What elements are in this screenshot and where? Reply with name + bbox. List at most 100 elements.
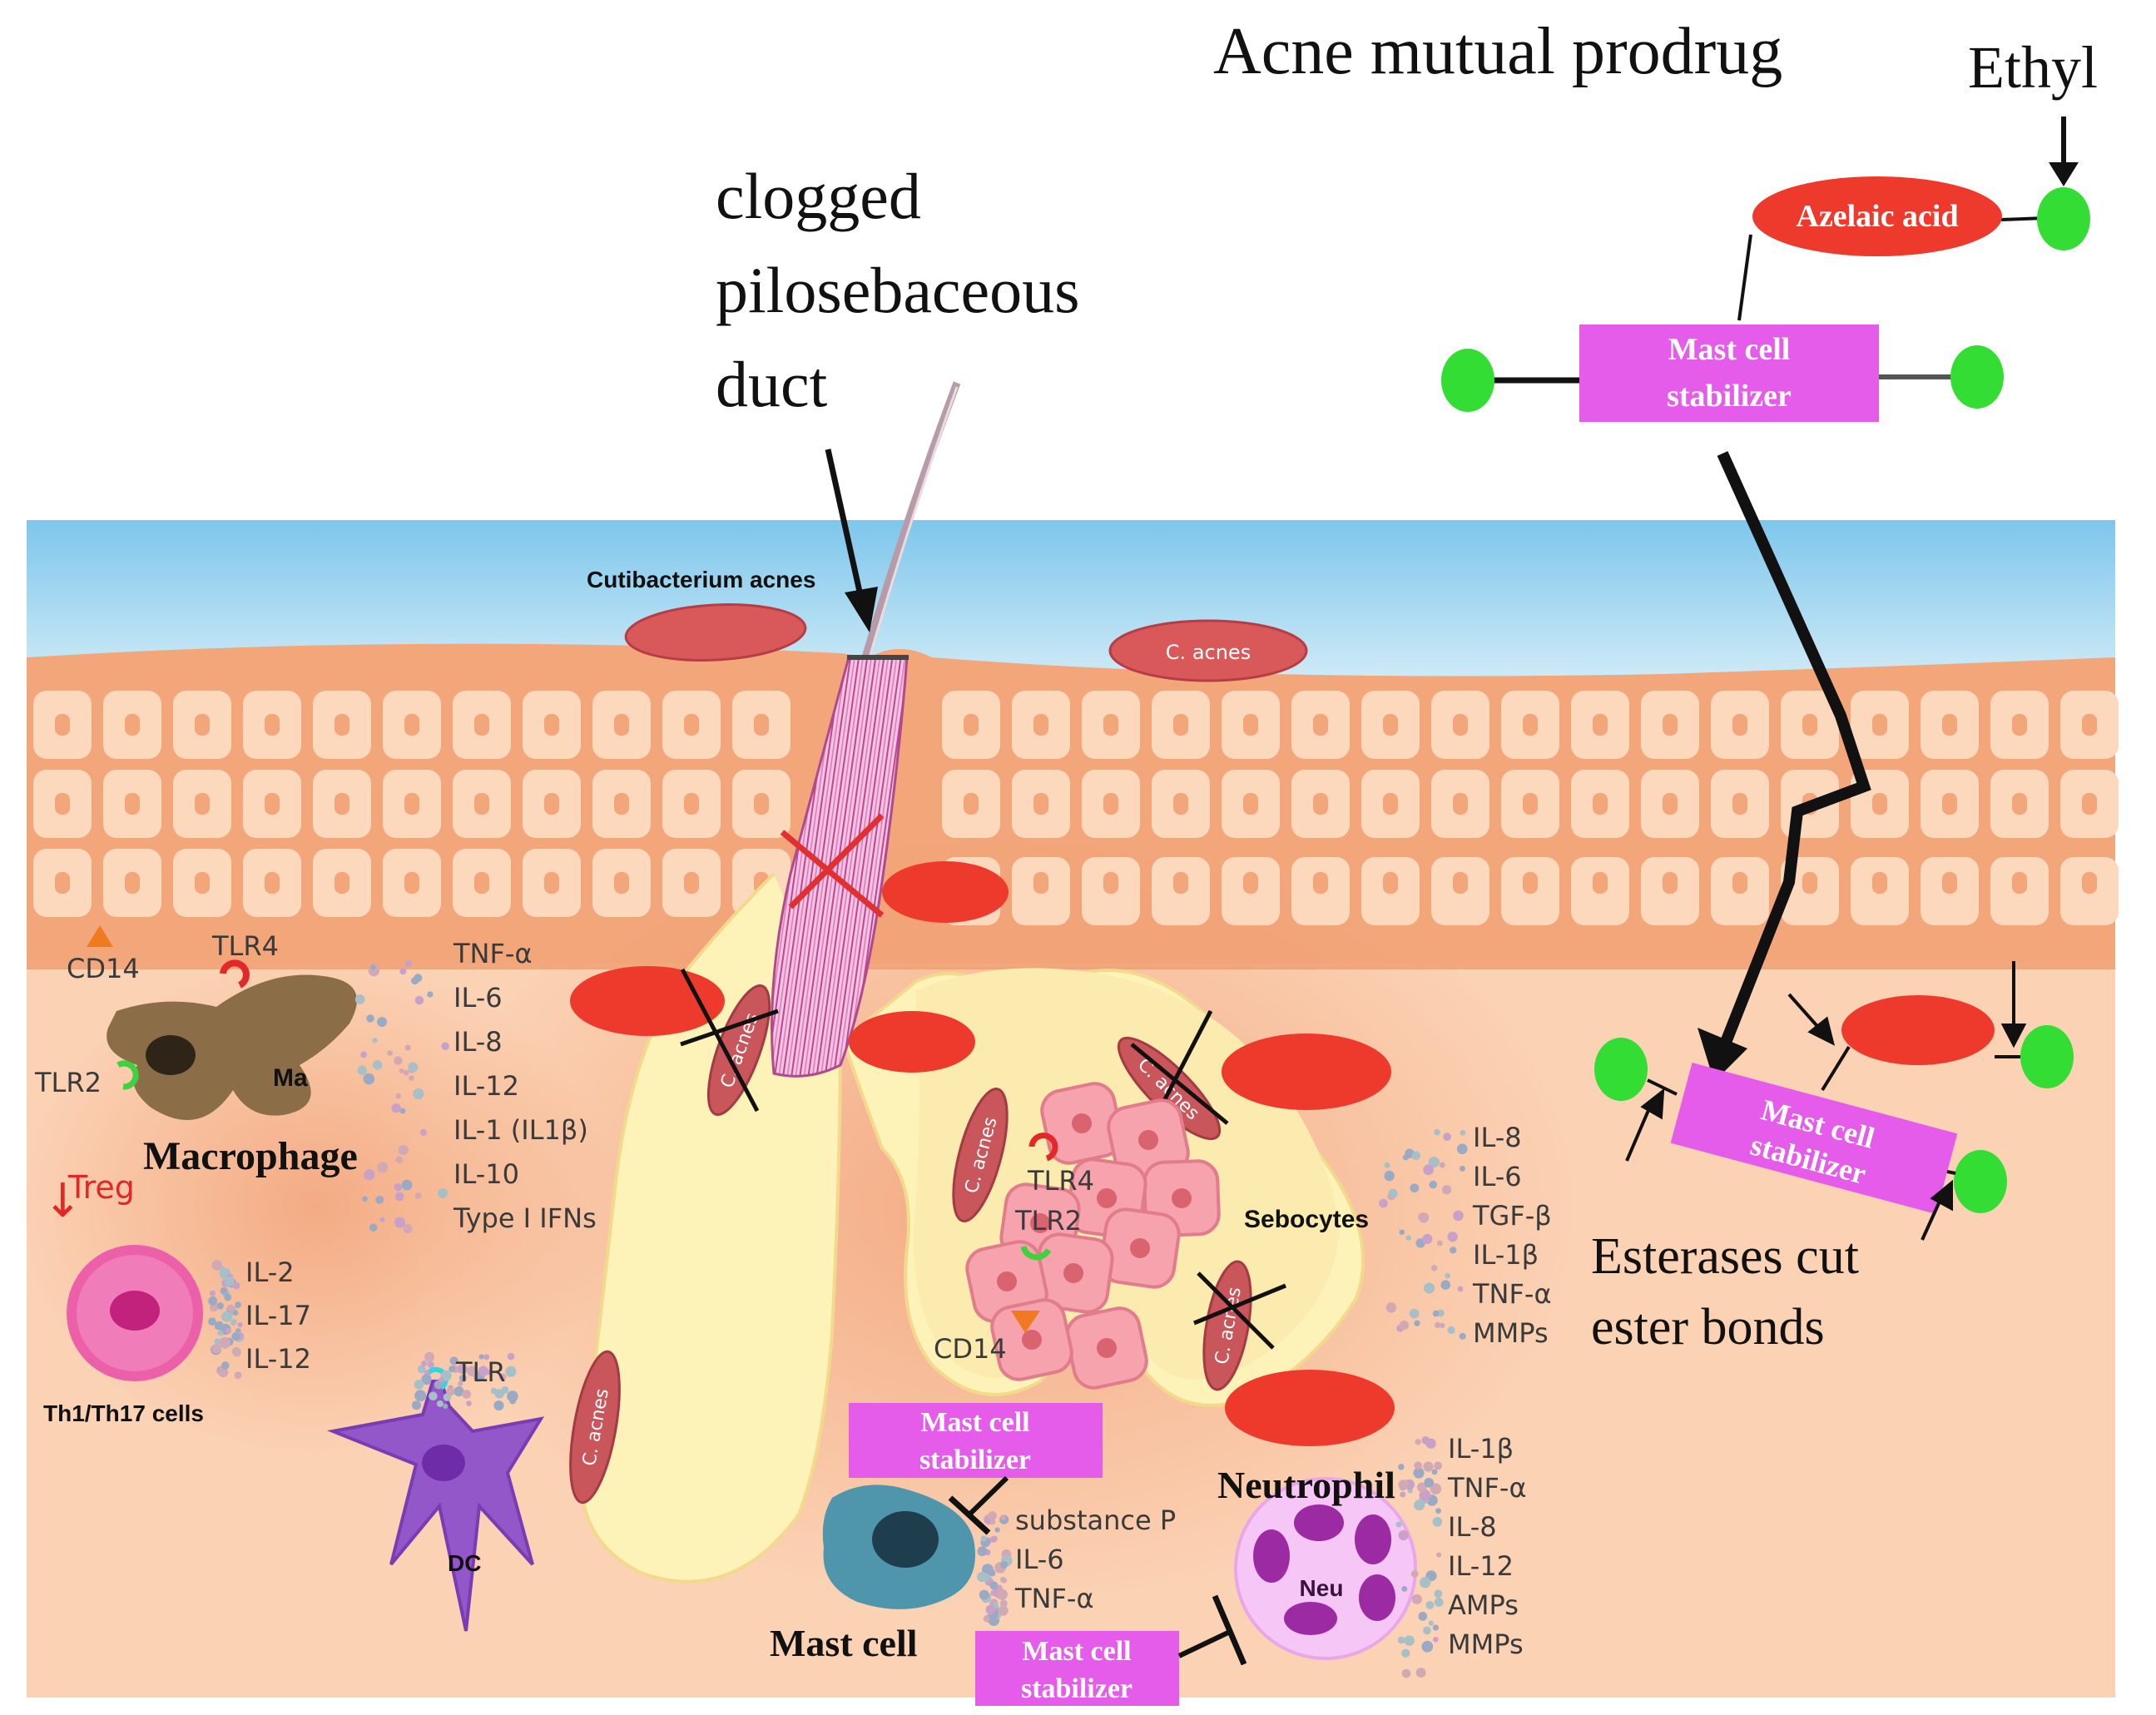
cytokine-dot: [1000, 1561, 1009, 1569]
cytokine-dot: [436, 1400, 444, 1407]
cytokine-dot: [979, 1589, 989, 1600]
epidermal-cell-nucleus: [1313, 714, 1328, 736]
cytokine-dot: [1456, 1143, 1468, 1155]
cytokine-dot: [395, 1093, 402, 1099]
cytokine-dot: [209, 1290, 216, 1296]
c-acnes-rod: [1202, 1260, 1252, 1391]
cytokine-dot: [1401, 1648, 1410, 1658]
cytokine-dot: [1459, 1332, 1466, 1340]
cytokine-dot: [364, 1169, 375, 1181]
epidermal-cell-nucleus: [964, 714, 979, 736]
cytokine-dot: [1405, 1235, 1412, 1241]
cytokine-dot: [377, 1017, 388, 1028]
dc-nucleus: [422, 1445, 465, 1481]
cytokine-dot: [1418, 1612, 1428, 1621]
epidermal-cell-nucleus: [195, 793, 210, 815]
th-cell: [67, 1245, 203, 1381]
cytokine-dot: [1404, 1635, 1415, 1646]
cytokine-dot: [232, 1281, 240, 1290]
esterase-arrows: [1625, 961, 2027, 1241]
cytokine-dot: [446, 1386, 455, 1396]
cytokine-dot: [1434, 1321, 1441, 1329]
cytokine-dot: [994, 1527, 1000, 1533]
cytokine-dot: [1423, 1164, 1435, 1176]
th-cell-nucleus: [110, 1291, 160, 1331]
cytokine-dots: [208, 959, 1468, 1678]
cytokine-dot: [1439, 1162, 1445, 1168]
cytokine-item: IL-12: [245, 1343, 311, 1375]
cytokine-dot: [1415, 1439, 1421, 1445]
neutrophil-label: Neutrophil: [1217, 1464, 1395, 1506]
cytokine-dot: [424, 1351, 435, 1362]
macrophage-label: Macrophage: [143, 1134, 358, 1178]
clogged-duct-label: duct: [716, 348, 828, 420]
sebocyte-nucleus: [1138, 1130, 1158, 1150]
cleaved-stabilizer-box: [1670, 1062, 1958, 1215]
cytokine-dot: [1401, 1586, 1408, 1592]
cytokine-dot: [399, 968, 407, 975]
cytokine-dot: [221, 1311, 233, 1322]
epidermal-cell-nucleus: [1103, 714, 1118, 736]
cytokine-dot: [232, 1347, 241, 1357]
epidermal-cell-nucleus: [614, 714, 629, 736]
sebocyte-nucleus: [997, 1271, 1017, 1291]
stabilizer-label: stabilizer: [919, 1445, 1031, 1475]
epidermal-cell-nucleus: [1383, 872, 1398, 894]
epidermal-cell-nucleus: [474, 714, 489, 736]
stabilizer-box: [975, 1631, 1179, 1706]
cytokine-dot: [983, 1615, 990, 1623]
epidermal-cell-nucleus: [1523, 714, 1538, 736]
tlr2-receptor-icon: [1020, 1245, 1052, 1261]
sebocyte-nucleus: [1022, 1330, 1042, 1350]
neutrophil-lobe: [1355, 1514, 1391, 1564]
c-acnes-red: [1222, 1033, 1391, 1110]
cytokine-item: IL-1β: [1448, 1433, 1514, 1465]
cytokine-dot: [1422, 1233, 1433, 1244]
cytokine-dot: [394, 1182, 403, 1192]
epidermal-cell-nucleus: [754, 714, 769, 736]
cytokine-item: TNF-α: [1447, 1472, 1527, 1504]
cytokine-item: AMPs: [1448, 1589, 1519, 1621]
mast-cell-stabilizer-box: [1579, 325, 1879, 422]
epidermal-cell-nucleus: [1103, 793, 1118, 815]
epidermal-cell-nucleus: [55, 714, 70, 736]
cytokine-dot: [354, 994, 365, 1004]
cytokine-dot: [999, 1599, 1008, 1608]
cytokine-dot: [1423, 1282, 1435, 1294]
cytokine-dot: [462, 1390, 471, 1399]
cytokine-dot: [483, 1354, 490, 1361]
hair-follicle: [771, 381, 961, 1078]
epidermal-cell-nucleus: [1732, 793, 1747, 815]
epidermal-cell-nucleus: [544, 793, 559, 815]
epidermal-cell-nucleus: [1523, 793, 1538, 815]
azelaic-acid-label: Azelaic acid: [1796, 199, 1958, 234]
ethyl-group-top: [2037, 187, 2090, 250]
hair-shaft: [861, 381, 961, 659]
cytokine-dot: [224, 1293, 232, 1301]
epidermal-cell-nucleus: [2012, 872, 2027, 894]
epidermal-cell-nucleus: [1383, 793, 1398, 815]
cytokine-dot: [1420, 1577, 1431, 1589]
tlr-label: TLR: [455, 1356, 506, 1388]
epidermal-cell-nucleus: [1872, 714, 1887, 736]
cleaved-azelaic-acid: [1841, 995, 1995, 1065]
epidermal-cell-nucleus: [684, 872, 699, 894]
cytokine-dot: [399, 1108, 406, 1114]
cytokine-dot: [221, 1361, 230, 1370]
cytokine-item: IL-8: [1448, 1511, 1497, 1543]
epidermal-cell-nucleus: [1173, 714, 1188, 736]
cytokine-dot: [372, 1038, 378, 1043]
cytokine-dot: [414, 1380, 424, 1390]
epidermal-cell-nucleus: [1872, 872, 1887, 894]
cytokine-dot: [379, 1217, 385, 1222]
treg-label: Treg: [67, 1169, 135, 1206]
epidermal-cell-nucleus: [2082, 714, 2097, 736]
azelaic-acid-shape: [1752, 176, 2002, 256]
epidermal-cell-nucleus: [335, 872, 349, 894]
arrow-head: [2049, 162, 2079, 186]
cytokine-dot: [1411, 1594, 1422, 1604]
cytokine-dot: [1425, 1438, 1436, 1449]
cytokine-dot: [413, 1088, 424, 1100]
cytokine-dot: [234, 1371, 242, 1380]
ethyl-group-left: [1441, 349, 1494, 412]
